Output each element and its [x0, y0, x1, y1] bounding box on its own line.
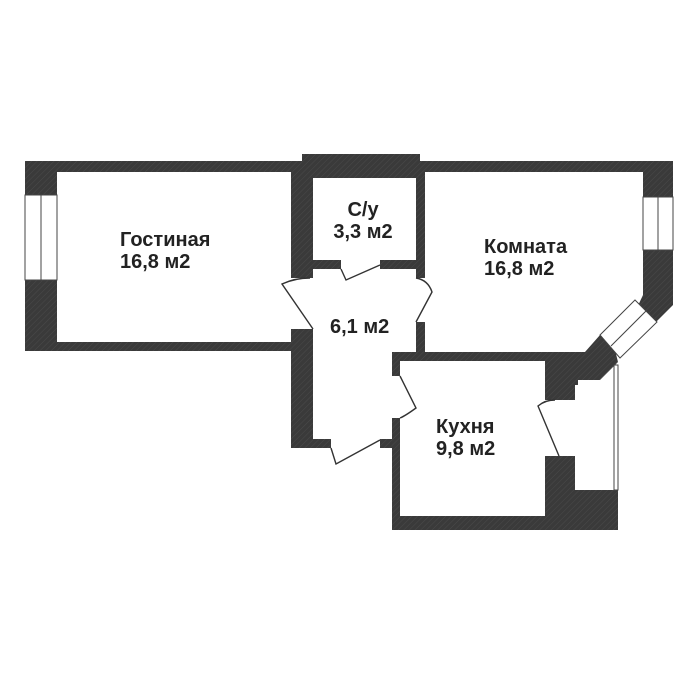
room-label-kitchen: Кухня 9,8 м2 [436, 416, 495, 460]
room-area: 3,3 м2 [333, 221, 393, 243]
room-label-room: Комната 16,8 м2 [484, 236, 567, 280]
doors [280, 264, 560, 466]
room-label-living: Гостиная 16,8 м2 [120, 229, 210, 273]
room-label-bathroom: С/у 3,3 м2 [328, 199, 398, 243]
door-room [415, 277, 433, 323]
room-name: С/у [347, 199, 379, 221]
room-label-hall: 6,1 м2 [330, 316, 389, 338]
room-area: 9,8 м2 [436, 438, 496, 460]
walls [25, 154, 673, 530]
room-area: 16,8 м2 [484, 258, 555, 280]
room-name: Комната [484, 236, 568, 258]
room-name: Кухня [436, 416, 495, 438]
door-kitchen [399, 375, 417, 419]
door-living [280, 277, 314, 330]
door-bathroom [340, 264, 381, 281]
windows [24, 194, 674, 491]
door-entrance [330, 439, 381, 466]
balcony-glazing [613, 364, 619, 491]
room-area: 16,8 м2 [120, 251, 191, 273]
room-area: 6,1 м2 [330, 316, 390, 338]
room-name: Гостиная [120, 229, 211, 251]
door-balcony [537, 399, 560, 457]
